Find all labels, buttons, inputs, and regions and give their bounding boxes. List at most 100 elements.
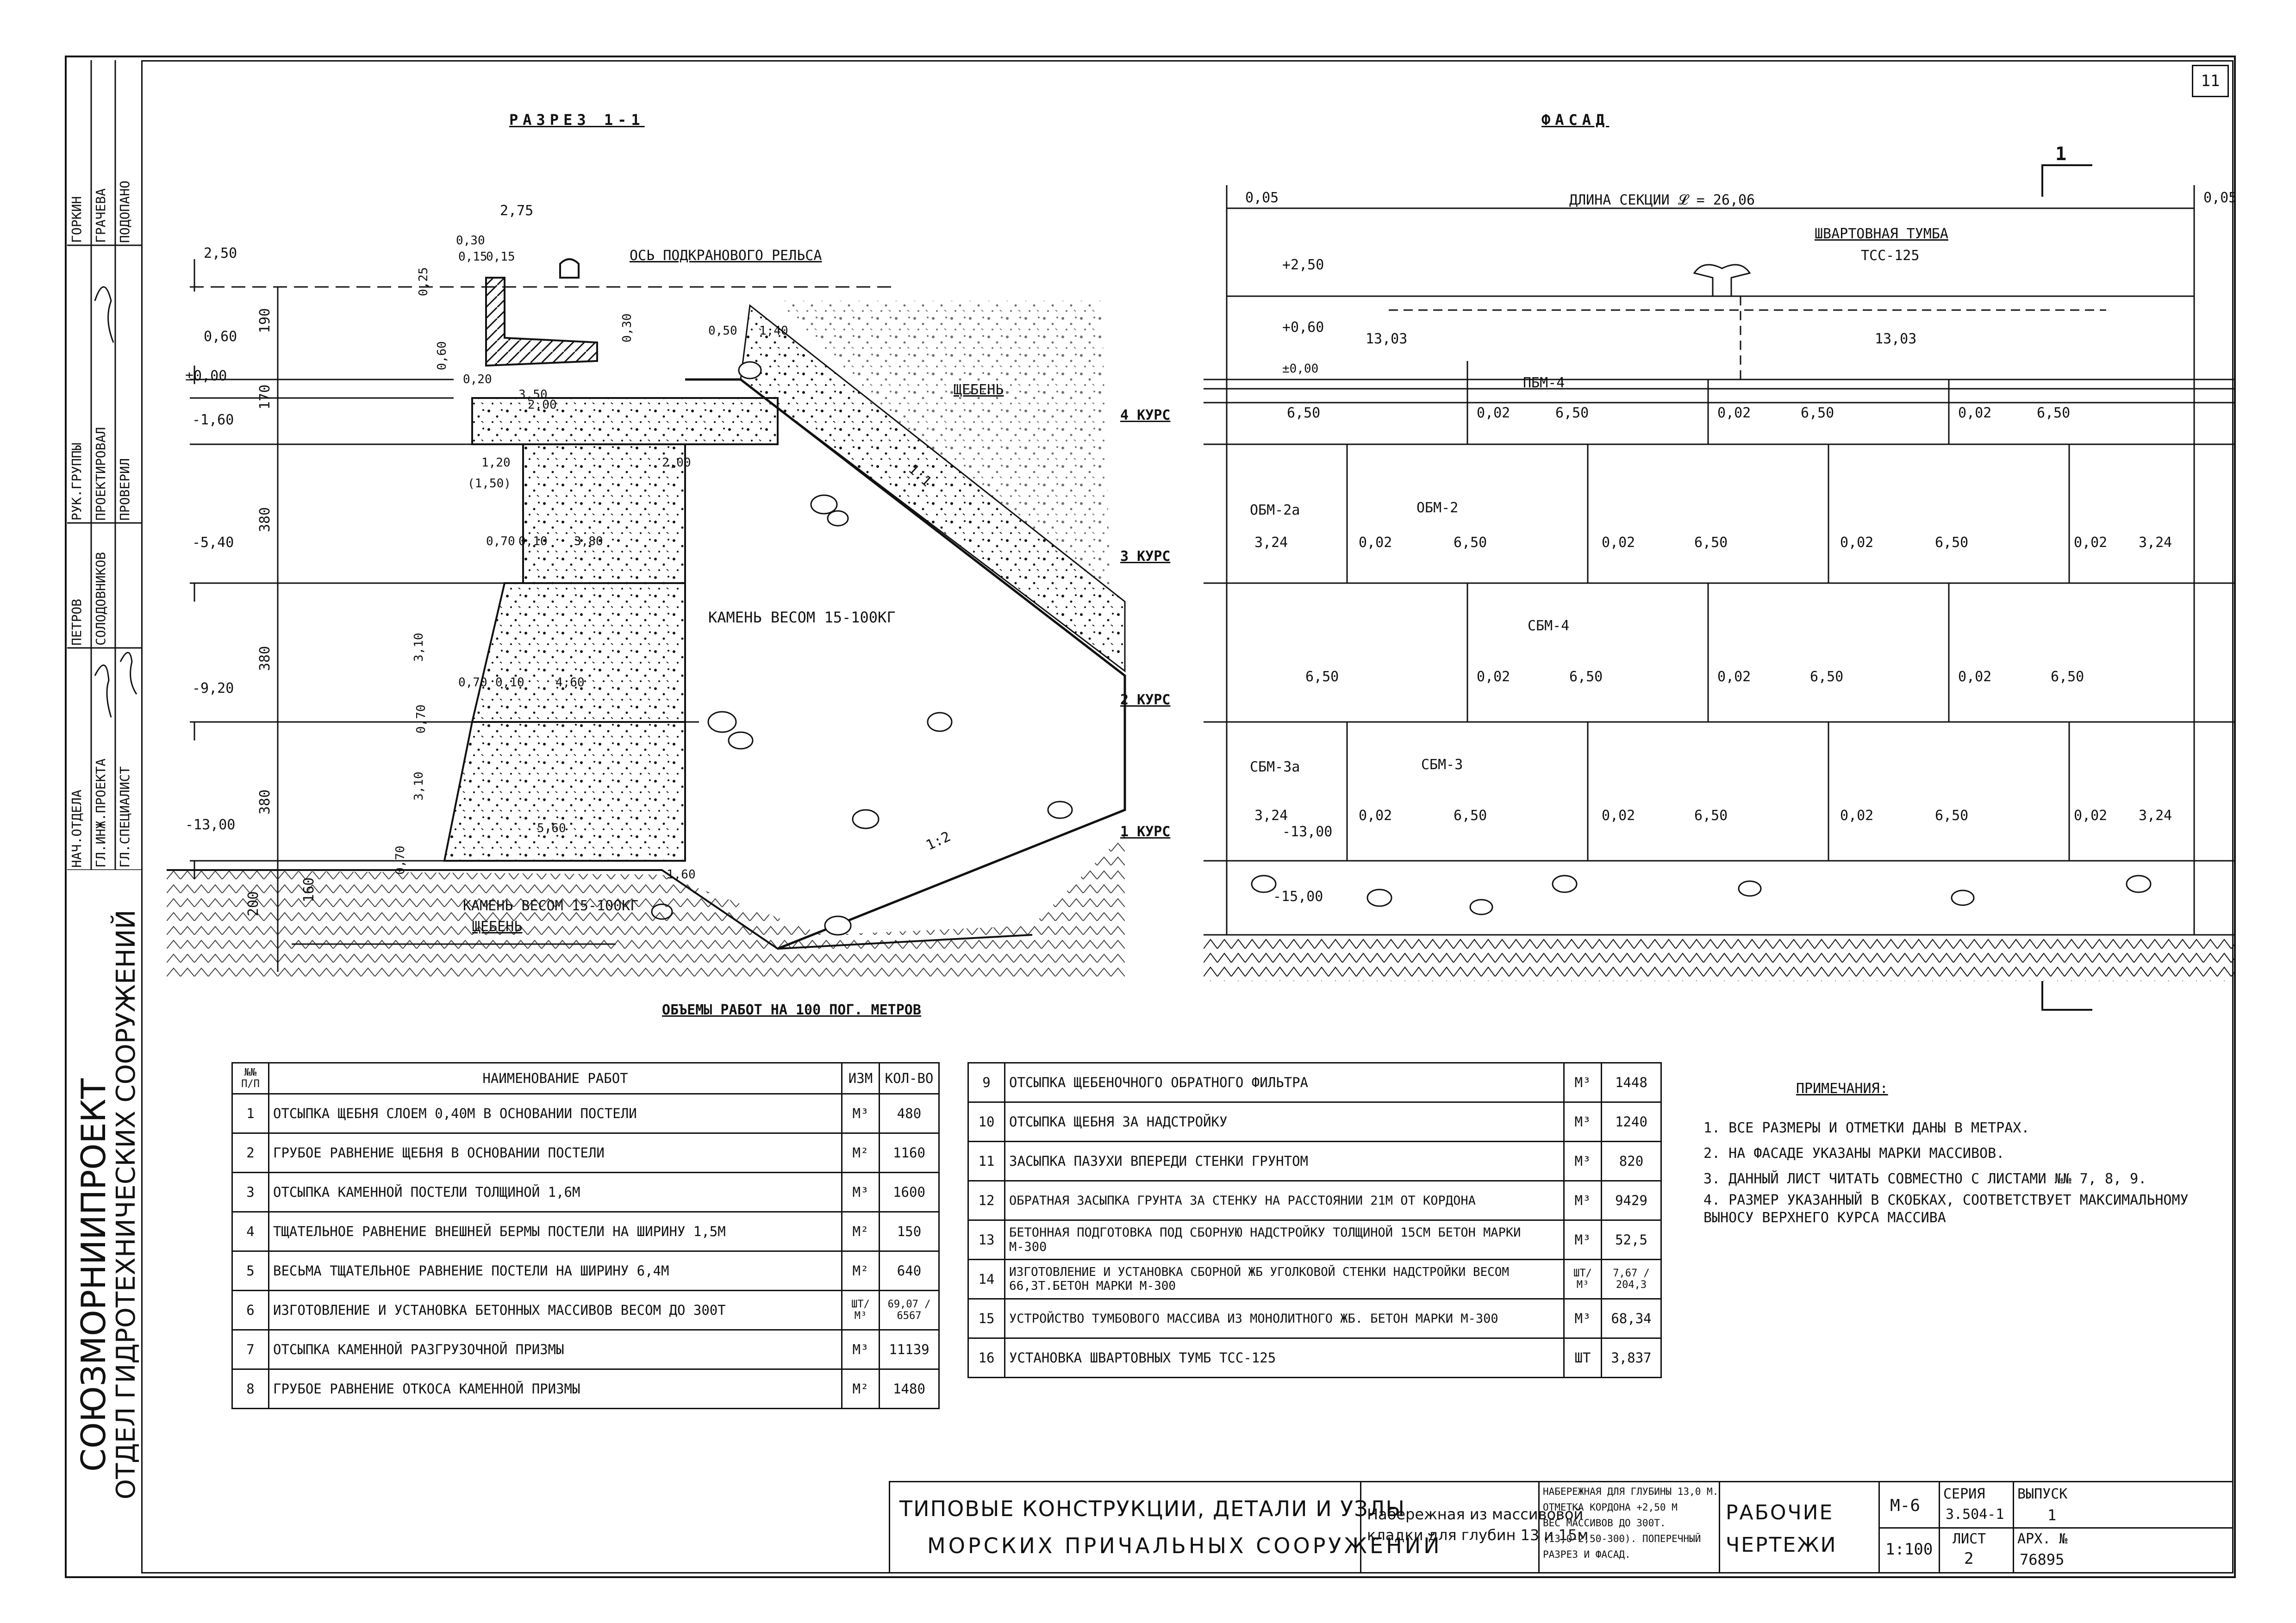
upper-dim-left: 13,03 [1366, 331, 1408, 347]
row-qty: 1600 [879, 1172, 940, 1213]
row-unit: М² [841, 1211, 880, 1252]
row-num: 7 [231, 1329, 269, 1370]
r3-dim-9: 3,24 [2139, 535, 2172, 551]
section-mark-top: 1 [2055, 143, 2067, 165]
row-unit: М³ [841, 1093, 880, 1134]
row-unit: М³ [1563, 1141, 1602, 1181]
volumes-title: ОБЪЕМЫ РАБОТ НА 100 ПОГ. МЕТРОВ [662, 1002, 921, 1018]
row-name: ОБРАТНАЯ ЗАСЫПКА ГРУНТА ЗА СТЕНКУ НА РАС… [1004, 1180, 1565, 1221]
facade-elev-minus-15: -15,00 [1273, 889, 1323, 905]
r1-dim-9: 3,24 [2139, 808, 2172, 824]
tb-issue: 1 [2047, 1506, 2057, 1524]
row-qty: 1240 [1601, 1101, 1662, 1142]
dim-0-25: 0,25 [417, 267, 430, 296]
facade-elev-minus-13: -13,00 [1282, 824, 1333, 840]
r1-dim-6: 0,02 [1840, 808, 1874, 824]
row-qty: 68,34 [1601, 1298, 1662, 1339]
tb-issue-label: ВЫПУСК [2017, 1486, 2068, 1502]
row-unit: М³ [1563, 1298, 1602, 1339]
section-stone-label: КАМЕНЬ ВЕСОМ 15-100КГ [708, 609, 896, 626]
row-qty: 7,67 / 204,3 [1601, 1259, 1662, 1300]
r2-dim-5: 6,50 [1810, 669, 1844, 685]
row-qty: 52,5 [1601, 1219, 1662, 1260]
course-1-label: 1 КУРС [1120, 824, 1171, 840]
row-num: 15 [967, 1298, 1005, 1339]
stamp-role-checker: ПРОВЕРИЛ [117, 458, 132, 521]
dim-2-00b: 2,00 [662, 456, 691, 470]
org-name: СОЮЗМОРНИИПРОЕКТ [74, 1078, 113, 1472]
r2-dim-4: 0,02 [1717, 669, 1751, 685]
tb-stage-2: ЧЕРТЕЖИ [1726, 1533, 1837, 1557]
r1-dim-8: 0,02 [2074, 808, 2108, 824]
vdim-380-b: 380 [257, 646, 273, 671]
tb-hdiv-a [1878, 1527, 1939, 1529]
stamp-role-head: НАЧ.ОТДЕЛА [69, 790, 84, 868]
dim-0-70a: 0,70 [486, 535, 515, 548]
row-qty: 150 [879, 1211, 940, 1252]
row-num: 16 [967, 1337, 1005, 1378]
facade-elev-2-50: +2,50 [1282, 257, 1324, 273]
row-name: ЗАСЫПКА ПАЗУХИ ВПЕРЕДИ СТЕНКИ ГРУНТОМ [1004, 1141, 1565, 1181]
row-unit: ШТ/М³ [1563, 1259, 1602, 1300]
row-num: 8 [231, 1368, 269, 1409]
bollard-label: ШВАРТОВНАЯ ТУМБА [1815, 226, 1948, 242]
row-num: 6 [231, 1290, 269, 1331]
dim-1-60: 1,60 [667, 868, 696, 882]
tb-desc-3: ВЕС МАССИВОВ ДО 300Т. [1543, 1517, 1666, 1529]
row-unit: М² [841, 1368, 880, 1409]
elev-0-60: 0,60 [204, 329, 237, 345]
r3-dim-3: 6,50 [1454, 535, 1487, 551]
row-name: ГРУБОЕ РАВНЕНИЕ ОТКОСА КАМЕННОЙ ПРИЗМЫ [268, 1368, 842, 1409]
dim-1-40: 1,40 [759, 324, 788, 338]
end-gap-left: 0,05 [1245, 190, 1279, 206]
tb-stage-1: РАБОЧИЕ [1726, 1501, 1834, 1524]
row-unit: М³ [841, 1172, 880, 1213]
left-stamp: НАЧ.ОТДЕЛА ГЛ.ИНЖ.ПРОЕКТА ГЛ.СПЕЦИАЛИСТ … [67, 60, 143, 875]
stamp-name-gracheva: ГРАЧЕВА [93, 188, 108, 243]
dim-0-70c: 0,70 [414, 704, 428, 734]
section-crushed-label: ЩЕБЕНЬ [954, 382, 1004, 398]
note-4: 4. РАЗМЕР УКАЗАННЫЙ В СКОБКАХ, СООТВЕТСТ… [1703, 1192, 2189, 1226]
vdim-170: 170 [257, 384, 273, 410]
row-name: УСТАНОВКА ШВАРТОВНЫХ ТУМБ ТСС-125 [1004, 1337, 1565, 1378]
section-drawing [167, 258, 1126, 981]
r1-dim-2: 0,02 [1359, 808, 1392, 824]
tb-main-1: ТИПОВЫЕ КОНСТРУКЦИИ, ДЕТАЛИ И УЗЛЫ [899, 1496, 1405, 1521]
r4-dim-4: 0,02 [1717, 405, 1751, 421]
dim-0-30: 0,30 [456, 234, 485, 248]
row-qty: 820 [1601, 1141, 1662, 1181]
row-qty: 9429 [1601, 1180, 1662, 1221]
row-name: ОТСЫПКА КАМЕННОЙ ПОСТЕЛИ ТОЛЩИНОЙ 1,6М [268, 1172, 842, 1213]
row-unit: М³ [1563, 1101, 1602, 1142]
block-sbm3: СБМ-3 [1421, 757, 1463, 773]
stamp-role-designer: ПРОЕКТИРОВАЛ [93, 427, 108, 521]
stamp-name-podopano: ПОДОПАНО [117, 180, 132, 243]
stamp-role-specialist: ГЛ.СПЕЦИАЛИСТ [117, 766, 132, 868]
r2-dim-2: 0,02 [1477, 669, 1510, 685]
r1-dim-4: 0,02 [1602, 808, 1635, 824]
tb-desc-2: ОТМЕТКА КОРДОНА +2,50 М [1543, 1502, 1678, 1513]
tb-sheet: 2 [1964, 1549, 1974, 1568]
rail-axis-label: ОСЬ ПОДКРАНОВОГО РЕЛЬСА [630, 248, 822, 264]
r3-dim-8: 0,02 [2074, 535, 2108, 551]
note-3: 3. ДАННЫЙ ЛИСТ ЧИТАТЬ СОВМЕСТНО С ЛИСТАМ… [1703, 1171, 2147, 1187]
r4-dim-2: 0,02 [1477, 405, 1510, 421]
vdim-380-a: 380 [257, 507, 273, 532]
r2-dim-1: 6,50 [1305, 669, 1339, 685]
r4-dim-5: 6,50 [1801, 405, 1834, 421]
row-name: ОТСЫПКА КАМЕННОЙ РАЗГРУЗОЧНОЙ ПРИЗМЫ [268, 1329, 842, 1370]
row-unit: М³ [1563, 1062, 1602, 1103]
row-qty: 1480 [879, 1368, 940, 1409]
r4-dim-3: 6,50 [1555, 405, 1589, 421]
row-num: 3 [231, 1172, 269, 1213]
r3-dim-1: 3,24 [1254, 535, 1288, 551]
dim-3-10b: 3,10 [412, 771, 426, 801]
note-1: 1. ВСЕ РАЗМЕРЫ И ОТМЕТКИ ДАНЫ В МЕТРАХ. [1703, 1120, 2030, 1136]
section-stone-base-label: КАМЕНЬ ВЕСОМ 15-100КГ [463, 898, 639, 914]
row-num: 13 [967, 1219, 1005, 1260]
